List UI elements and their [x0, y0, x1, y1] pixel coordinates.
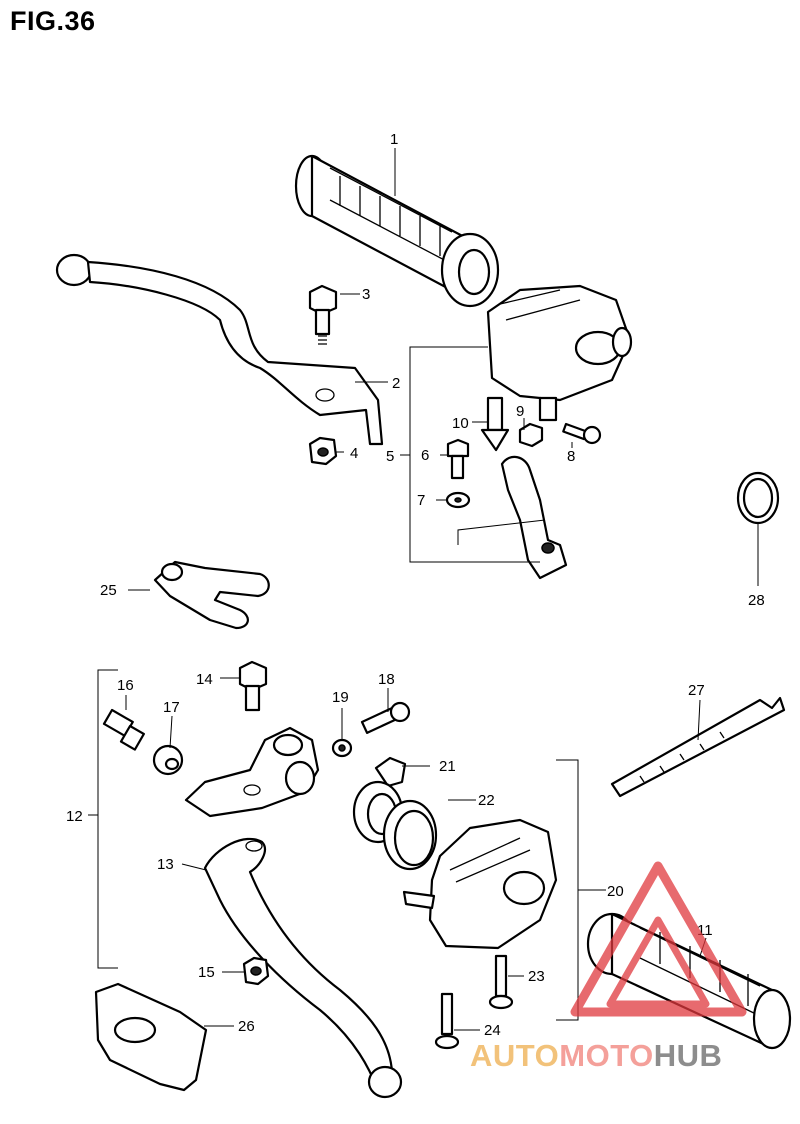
callout-20: 20 — [607, 883, 624, 900]
nut-9 — [518, 422, 544, 448]
watermark-part-1: AUTO — [470, 1038, 560, 1073]
ring-22 — [382, 799, 438, 871]
nut-4 — [308, 436, 338, 466]
bolt-6 — [446, 438, 470, 480]
locknut-17 — [152, 744, 184, 776]
leader-lines — [125, 148, 759, 1031]
lever-cover-26 — [94, 982, 208, 1092]
callout-5: 5 — [386, 448, 394, 465]
callout-12: 12 — [66, 808, 83, 825]
lever-holder — [184, 726, 320, 818]
watermark-part-2: MOTO — [559, 1038, 654, 1073]
screw-18 — [360, 701, 411, 734]
nut-15 — [242, 956, 270, 986]
callout-19: 19 — [332, 689, 349, 706]
screw-8 — [562, 422, 602, 445]
clutch-lever-lower — [203, 837, 403, 1099]
pivot-bolt — [308, 284, 338, 345]
screw-10 — [480, 396, 510, 452]
callout-labels: 1 2 3 4 5 6 7 8 9 10 11 12 13 14 15 16 1… — [66, 131, 765, 1039]
callout-22: 22 — [478, 792, 495, 809]
screw-23 — [488, 954, 514, 1010]
callout-13: 13 — [157, 856, 174, 873]
callout-7: 7 — [417, 492, 425, 509]
callout-1: 1 — [390, 131, 398, 148]
callout-14: 14 — [196, 671, 213, 688]
bracket-25 — [153, 560, 270, 630]
switch-housing-upper — [486, 284, 633, 422]
callout-21: 21 — [439, 758, 456, 775]
pivot-bolt-14 — [238, 660, 268, 712]
o-ring — [736, 471, 780, 525]
callout-6: 6 — [421, 447, 429, 464]
washer-19 — [331, 738, 353, 758]
watermark-part-3: HUB — [653, 1038, 723, 1073]
callout-9: 9 — [516, 403, 524, 420]
callout-17: 17 — [163, 699, 180, 716]
callout-15: 15 — [198, 964, 215, 981]
callout-26: 26 — [238, 1018, 255, 1035]
strap-27 — [610, 696, 786, 798]
choke-lever — [500, 455, 568, 580]
callout-23: 23 — [528, 968, 545, 985]
clutch-lever-upper — [55, 253, 384, 446]
grip-left — [294, 154, 500, 308]
callout-10: 10 — [452, 415, 469, 432]
watermark-logo — [570, 861, 747, 1017]
adjuster-16 — [102, 708, 145, 751]
switch-housing-lower — [402, 818, 558, 950]
callout-8: 8 — [567, 448, 575, 465]
callout-18: 18 — [378, 671, 395, 688]
callout-27: 27 — [688, 682, 705, 699]
callout-3: 3 — [362, 286, 370, 303]
screw-24 — [434, 992, 460, 1050]
washer-7 — [445, 491, 471, 509]
figure-title: FIG.36 — [10, 6, 96, 36]
callout-24: 24 — [484, 1022, 501, 1039]
callout-4: 4 — [350, 445, 358, 462]
callout-2: 2 — [392, 375, 400, 392]
callout-28: 28 — [748, 592, 765, 609]
callout-16: 16 — [117, 677, 134, 694]
callout-25: 25 — [100, 582, 117, 599]
watermark-text: AUTOMOTOHUB — [470, 1038, 722, 1074]
